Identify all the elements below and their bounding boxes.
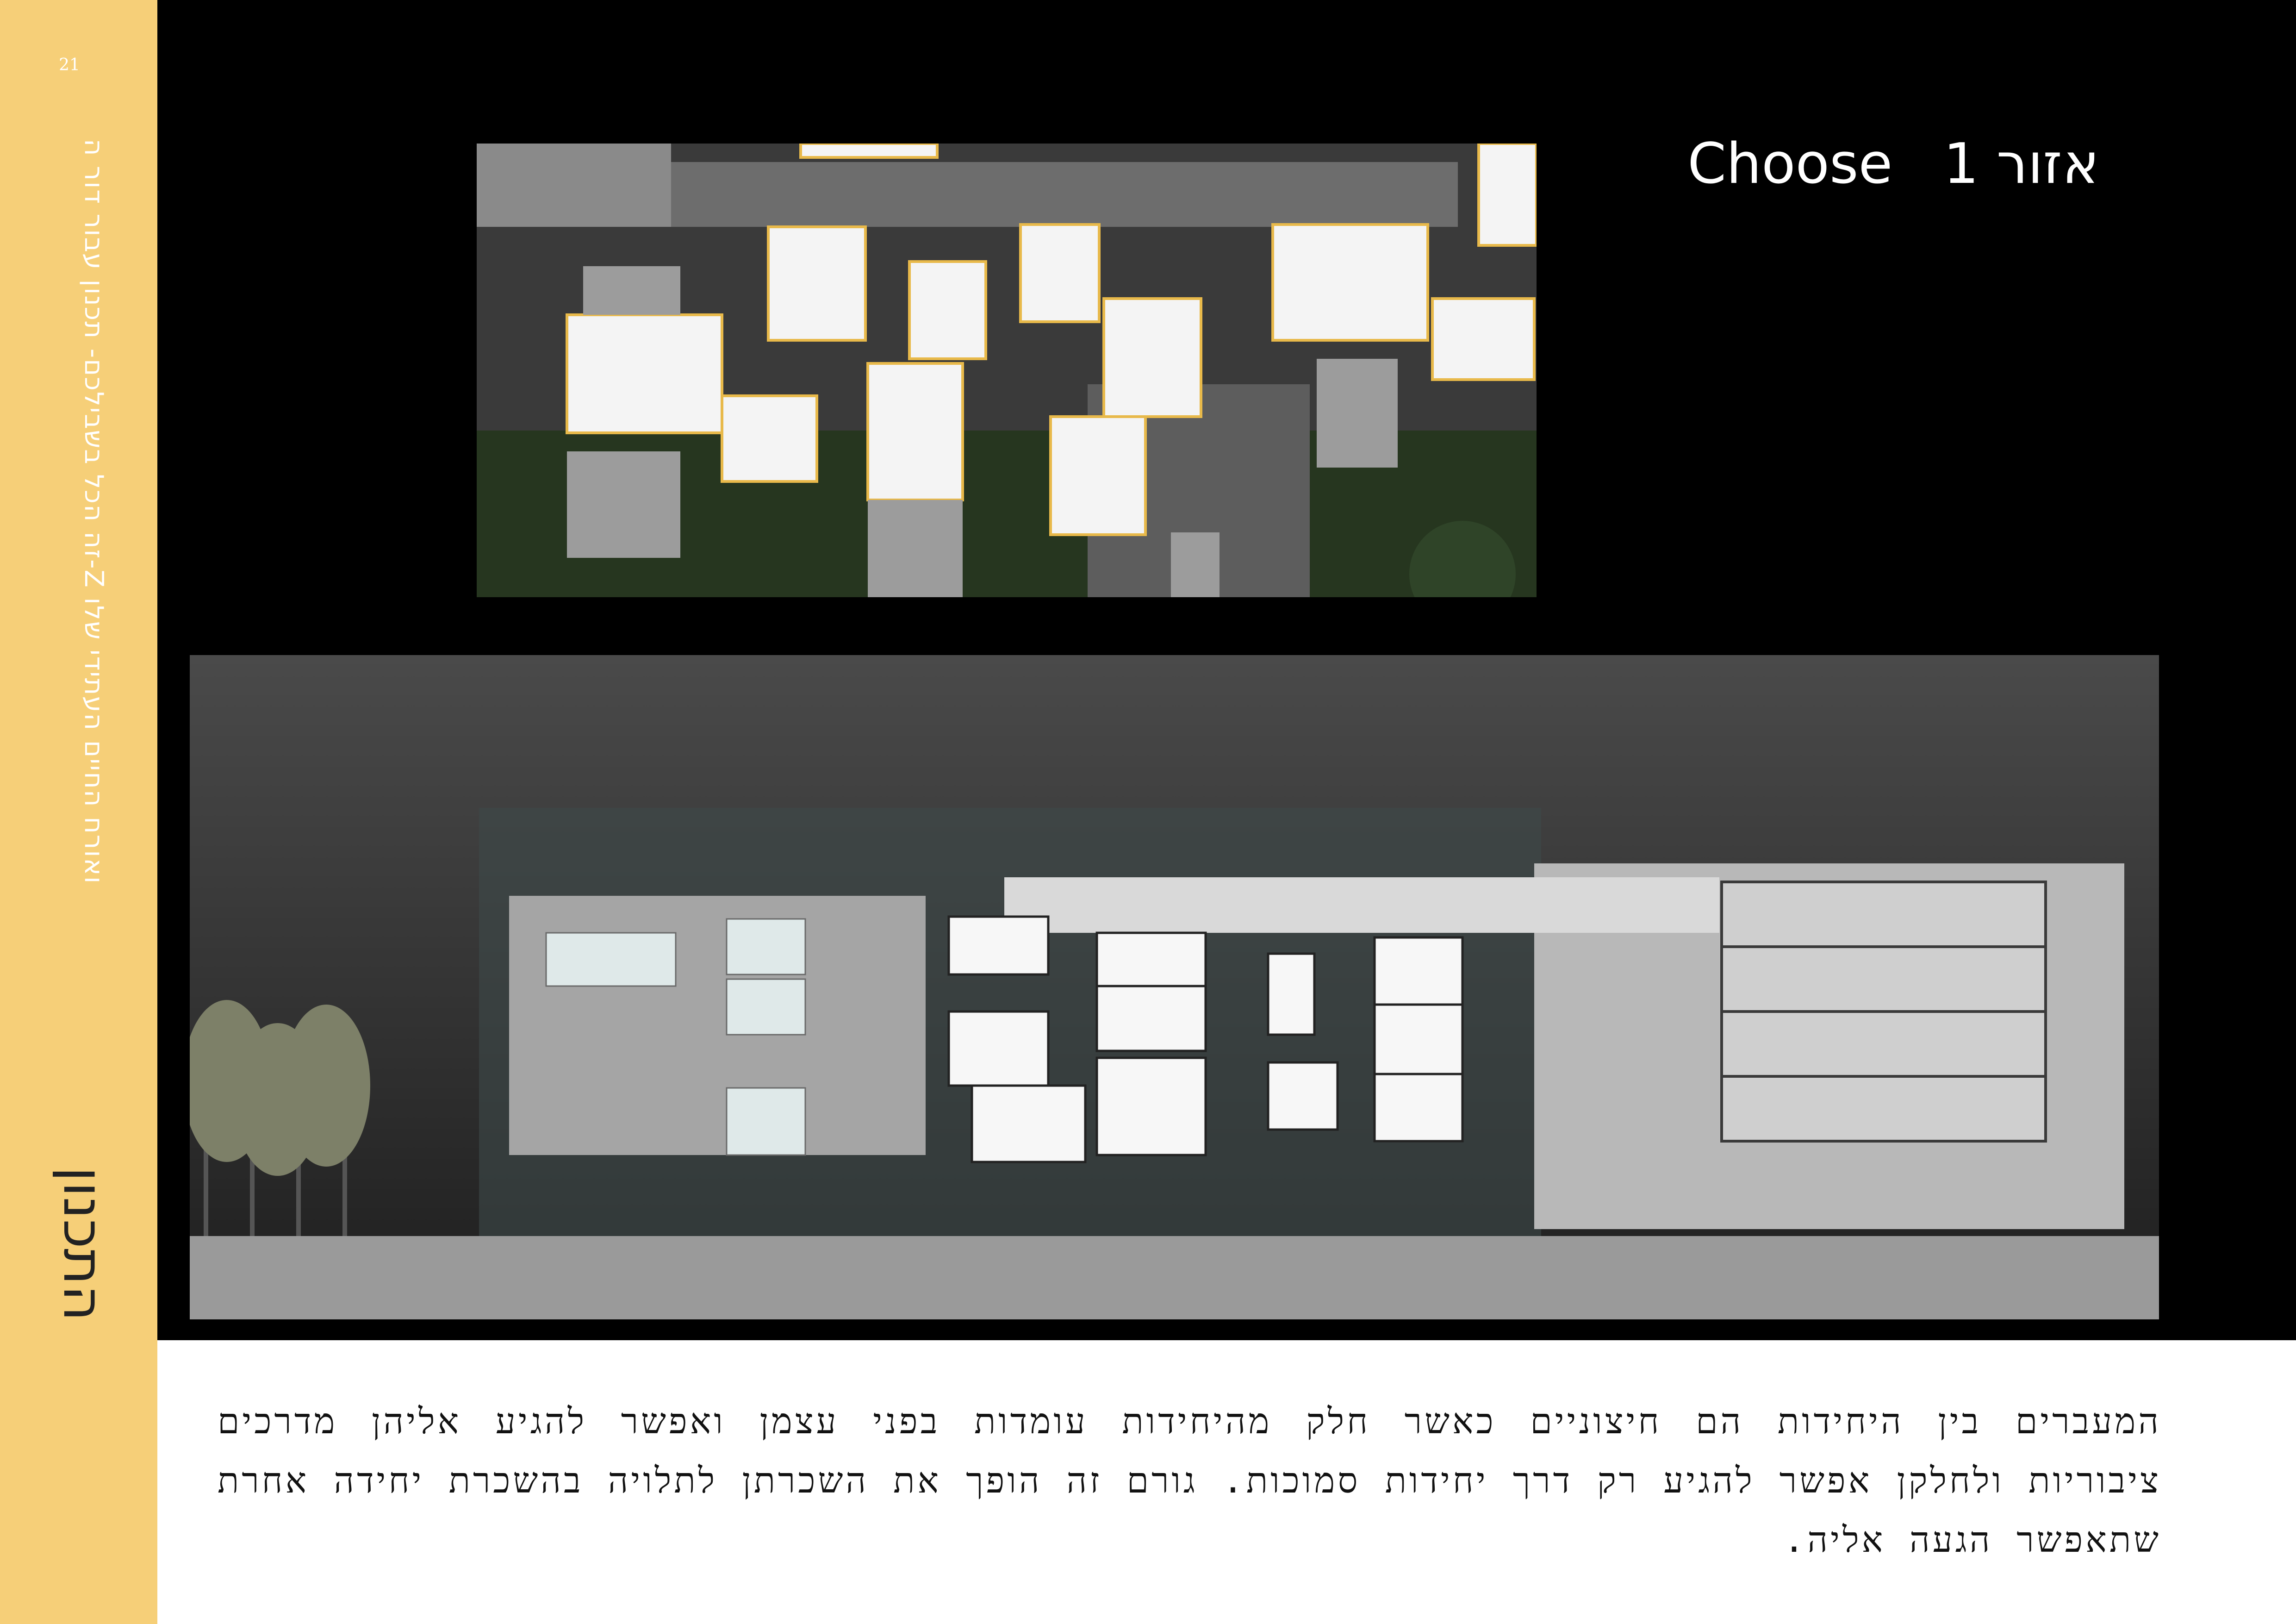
sidebar-subtitle: זה הכל בשבילכם- תכנון עבור דור ה-Z ואורח…: [79, 139, 109, 885]
zone-label: אזור 1: [1943, 132, 2099, 196]
choose-label: Choose: [1687, 132, 1893, 196]
floor-plan-image: [477, 144, 1537, 597]
page-heading: Choose אזור 1: [1687, 132, 2150, 196]
page-number: 21: [59, 56, 80, 75]
section-title: התכנון: [51, 1167, 115, 1322]
building-section-image: [190, 655, 2159, 1319]
sidebar: 21 זה הכל בשבילכם- תכנון עבור דור ה-Z וא…: [0, 0, 157, 1624]
description-text: המעברים בין היחידות הם חיצוניים כאשר חלק…: [218, 1400, 2161, 1560]
